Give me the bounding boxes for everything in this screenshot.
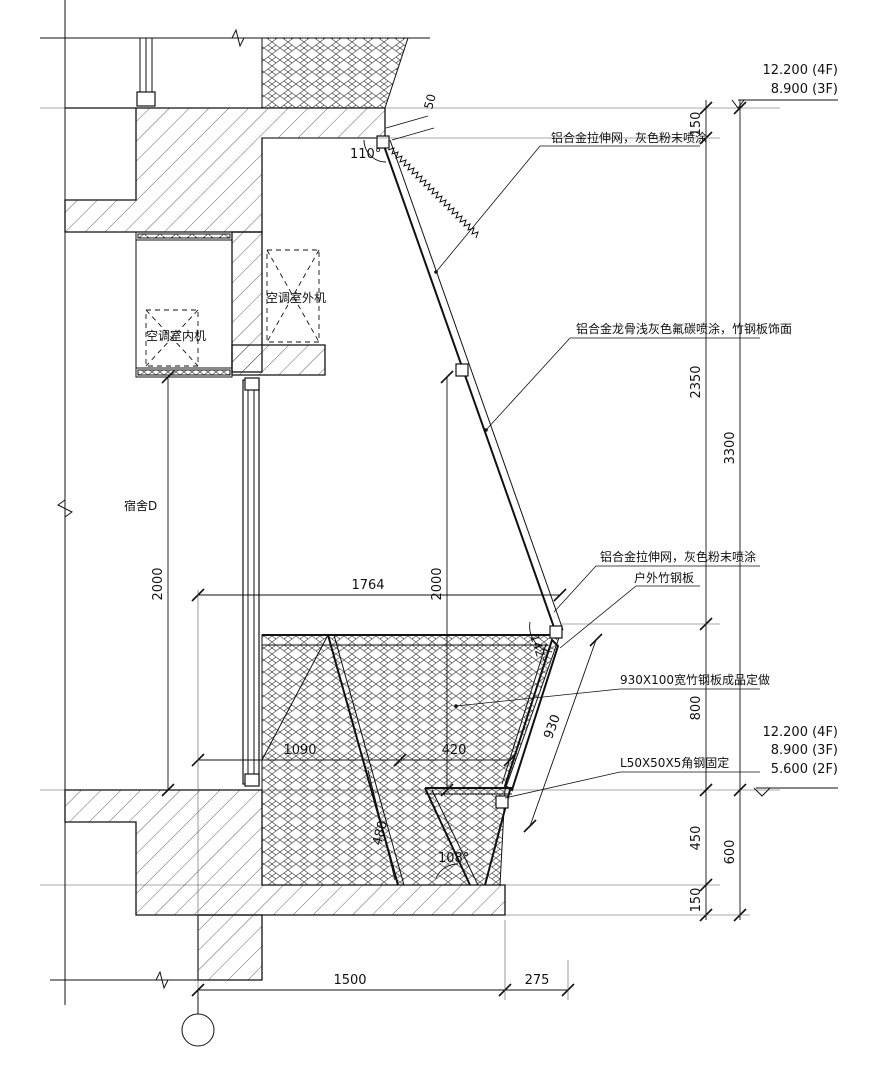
dim-420: 420	[442, 743, 467, 758]
level-mid-2f: 5.600 (2F)	[771, 762, 838, 777]
horizontal-dims	[191, 588, 603, 1000]
dim-2000-left: 2000	[151, 567, 166, 600]
level-labels: 12.200 (4F) 8.900 (3F) 12.200 (4F) 8.900…	[762, 63, 838, 777]
upper-insulation	[261, 37, 409, 109]
level-top-4f: 12.200 (4F)	[762, 63, 838, 78]
dim-1090: 1090	[283, 743, 316, 758]
dimension-labels: 50 110° 142° 108° 1764 2000 2000 1090 42…	[151, 92, 738, 988]
dim-2000-mid: 2000	[430, 567, 445, 600]
slanted-screen	[376, 135, 564, 639]
main-window	[242, 377, 260, 787]
note-board-size: 930X100宽竹钢板成品定做	[620, 672, 770, 687]
dim-v3300: 3300	[723, 431, 738, 464]
left-height-dims	[161, 370, 454, 797]
ac-indoor-label: 空调室内机	[146, 328, 206, 343]
dim-v450: 450	[689, 826, 704, 851]
angle-110: 110°	[350, 147, 381, 162]
dim-275: 275	[525, 973, 550, 988]
note-keel: 铝合金龙骨浅灰色氟碳喷涂，竹钢板饰面	[576, 321, 792, 336]
note-labels: 铝合金拉伸网，灰色粉末喷涂 铝合金龙骨浅灰色氟碳喷涂，竹钢板饰面 铝合金拉伸网，…	[551, 130, 792, 770]
ac-outdoor-label: 空调室外机	[266, 290, 326, 305]
dim-v600: 600	[723, 840, 738, 865]
dim-v150-bot: 150	[689, 888, 704, 913]
vertical-dimensions	[262, 100, 750, 922]
dorm-label: 宿舍D	[124, 498, 157, 513]
note-mesh-bottom: 铝合金拉伸网，灰色粉末喷涂	[600, 549, 756, 564]
column-below	[197, 914, 263, 981]
upper-slab	[64, 107, 386, 233]
dim-v150-top: 150	[689, 112, 704, 137]
level-mid-3f: 8.900 (3F)	[771, 743, 838, 758]
upper-window	[136, 38, 156, 107]
level-top-3f: 8.900 (3F)	[771, 82, 838, 97]
note-bamboo-board: 户外竹钢板	[634, 570, 694, 585]
level-mid-4f: 12.200 (4F)	[762, 725, 838, 740]
dim-v2350: 2350	[689, 365, 704, 398]
dim-1500: 1500	[333, 973, 366, 988]
angle-marks	[363, 115, 553, 879]
dim-50: 50	[421, 92, 438, 110]
ac-indoor-unit	[145, 309, 199, 367]
ac-platform	[231, 344, 326, 376]
room-labels: 空调室外机 空调室内机 宿舍D	[124, 290, 326, 513]
dim-v800: 800	[689, 696, 704, 721]
angle-108: 108°	[438, 851, 469, 866]
dim-930: 930	[541, 713, 564, 741]
dim-480: 480	[370, 819, 391, 847]
level-markers	[731, 99, 838, 797]
note-mesh-top: 铝合金拉伸网，灰色粉末喷涂	[551, 130, 707, 145]
leader-lines	[434, 145, 760, 799]
dim-1764: 1764	[351, 578, 384, 593]
grid-axis-bubble	[181, 990, 215, 1047]
note-angle-steel: L50X50X5角钢固定	[620, 755, 729, 770]
